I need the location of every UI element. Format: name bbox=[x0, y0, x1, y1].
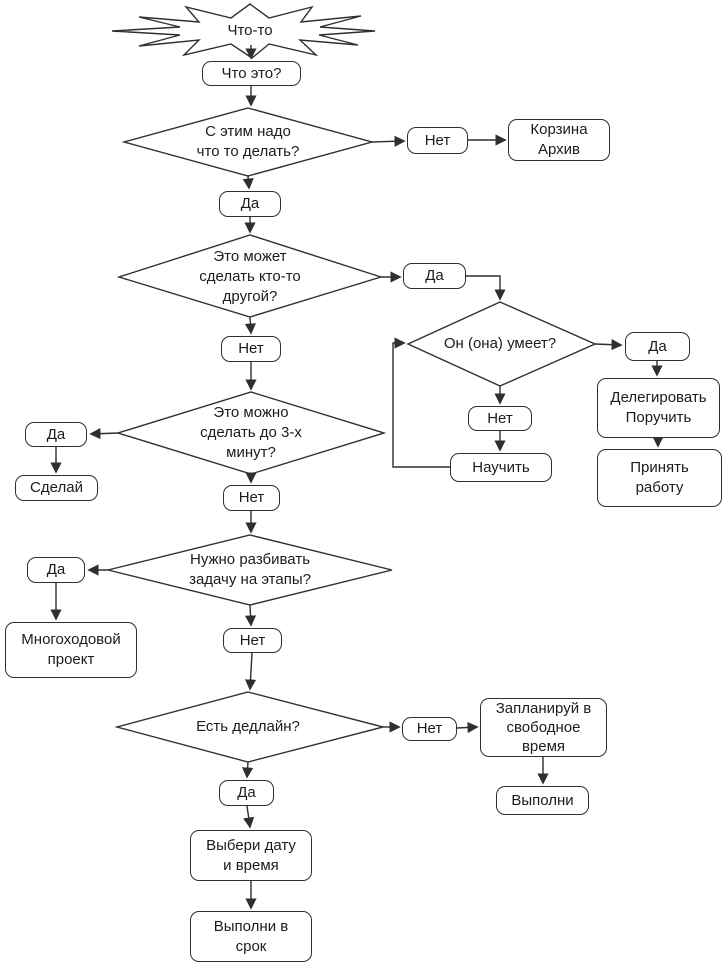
node-start: Что-то bbox=[227, 22, 273, 39]
label-split-stages-question: Нужно разбивать задачу на этапы? bbox=[189, 551, 311, 588]
node-yes-3: Да bbox=[625, 332, 690, 361]
starburst-shape bbox=[111, 3, 376, 59]
edge-no-schedule bbox=[456, 721, 479, 734]
edge-yes-pickdate bbox=[243, 805, 255, 829]
node-what-is-it: Что это? bbox=[202, 61, 301, 86]
edge-knowshow-yes bbox=[594, 339, 623, 351]
node-yes-4: Да bbox=[25, 422, 87, 447]
node-do-on-time: Выполни в срок bbox=[190, 911, 312, 962]
edge-yes-knowshow bbox=[466, 275, 506, 301]
node-no-4: Нет bbox=[223, 485, 280, 511]
edge-deadline-yes bbox=[242, 761, 254, 779]
node-no-1: Нет bbox=[407, 127, 468, 154]
node-no-2: Нет bbox=[221, 336, 281, 362]
node-no-5: Нет bbox=[223, 628, 282, 653]
node-trash-archive: Корзина Архив bbox=[508, 119, 610, 161]
node-yes-2: Да bbox=[403, 263, 466, 289]
node-no-6: Нет bbox=[402, 717, 457, 741]
node-yes-1: Да bbox=[219, 191, 281, 217]
node-do-it: Сделай bbox=[15, 475, 98, 501]
node-delegate: Делегировать Поручить bbox=[597, 378, 720, 438]
node-teach: Научить bbox=[450, 453, 552, 482]
edge-teach-knowshow-loop bbox=[392, 337, 450, 468]
node-no-3: Нет bbox=[468, 406, 532, 431]
node-yes-6: Да bbox=[219, 780, 274, 806]
edge-no-deadline bbox=[244, 652, 257, 691]
edge-someoneelse-no bbox=[244, 316, 256, 335]
label-knows-how-question: Он (она) умеет? bbox=[443, 335, 557, 352]
node-schedule-free-time: Запланируй в свободное время bbox=[480, 698, 607, 757]
edge-needaction-no bbox=[371, 135, 406, 147]
edge-needaction-yes bbox=[242, 175, 254, 190]
label-deadline-question: Есть дедлайн? bbox=[196, 718, 300, 735]
node-accept-work: Принять работу bbox=[597, 449, 722, 507]
node-pick-date-time: Выбери дату и время bbox=[190, 830, 312, 881]
edge-threeminutes-yes bbox=[89, 428, 119, 440]
edge-splitstages-no bbox=[244, 604, 257, 627]
label-need-action-question: С этим надо что то делать? bbox=[196, 123, 300, 160]
connector-group bbox=[50, 45, 664, 910]
node-do-task: Выполни bbox=[496, 786, 589, 815]
node-yes-5: Да bbox=[27, 557, 85, 583]
label-three-minutes-question: Это можно сделать до 3-х минут? bbox=[200, 404, 302, 461]
label-someone-else-question: Это может сделать кто-то другой? bbox=[199, 248, 301, 305]
node-multistep-project: Многоходовой проект bbox=[5, 622, 137, 678]
